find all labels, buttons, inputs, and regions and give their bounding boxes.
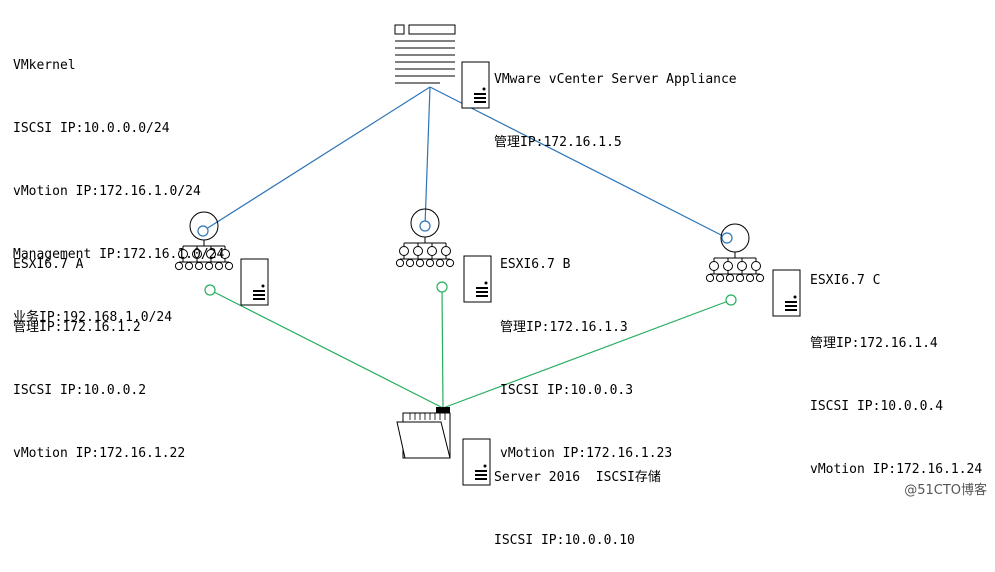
vmkernel-info: VMkernel ISCSI IP:10.0.0.0/24 vMotion IP… <box>13 13 224 349</box>
vcenter-name: VMware vCenter Server Appliance <box>494 72 737 87</box>
link-vcenter-esxi-b <box>424 86 431 227</box>
esxi-b-iscsi: ISCSI IP:10.0.0.3 <box>500 383 634 398</box>
vmkernel-title: VMkernel <box>13 58 76 73</box>
endpoint-esxi-c-iscsi <box>725 294 737 306</box>
esxi-b-name: ESXI6.7 B <box>500 257 571 272</box>
link-esxi-b-storage <box>441 286 444 409</box>
endpoint-esxi-b-mgmt <box>419 220 431 232</box>
esxi-a-label: ESXI6.7 A 管理IP:172.16.1.2 ISCSI IP:10.0.… <box>13 212 185 485</box>
endpoint-esxi-a-iscsi <box>204 284 216 296</box>
esxi-c-mgmt: 管理IP:172.16.1.4 <box>810 336 938 351</box>
link-endpoints <box>197 220 737 306</box>
esxi-a-server-icon <box>240 258 269 306</box>
esxi-b-vmotion: vMotion IP:172.16.1.23 <box>500 446 673 461</box>
esxi-c-label: ESXI6.7 C 管理IP:172.16.1.4 ISCSI IP:10.0.… <box>810 228 982 501</box>
esxi-a-hub-icon <box>174 211 234 271</box>
storage-name: Server 2016 ISCSI存储 <box>494 470 661 485</box>
esxi-c-hub-icon <box>705 223 765 283</box>
esxi-a-iscsi: ISCSI IP:10.0.0.2 <box>13 383 147 398</box>
esxi-c-iscsi: ISCSI IP:10.0.0.4 <box>810 399 944 414</box>
vcenter-label: VMware vCenter Server Appliance 管理IP:172… <box>494 27 737 174</box>
vmkernel-iscsi: ISCSI IP:10.0.0.0/24 <box>13 121 170 136</box>
esxi-b-hub-icon <box>395 208 455 268</box>
endpoint-esxi-c-mgmt <box>721 232 733 244</box>
esxi-c-server-icon <box>772 269 801 317</box>
storage-label: Server 2016 ISCSI存储 ISCSI IP:10.0.0.10 <box>494 425 661 572</box>
link-esxi-a-storage <box>209 289 444 409</box>
vmkernel-management: Management IP:172.16.1.0/24 <box>13 247 225 262</box>
esxi-a-vmotion: vMotion IP:172.16.1.22 <box>13 446 186 461</box>
topology-diagram <box>174 24 801 486</box>
esxi-b-server-icon <box>463 255 492 303</box>
storage-server-icon <box>462 438 491 486</box>
watermark: @51CTO博客 <box>904 483 987 498</box>
storage-links <box>209 286 732 409</box>
storage-ip: ISCSI IP:10.0.0.10 <box>494 533 635 548</box>
endpoint-esxi-a-mgmt <box>197 225 209 237</box>
link-vcenter-esxi-a <box>202 86 431 232</box>
vcenter-ip: 管理IP:172.16.1.5 <box>494 135 622 150</box>
esxi-a-name: ESXI6.7 A <box>13 257 84 272</box>
esxi-c-vmotion: vMotion IP:172.16.1.24 <box>810 462 983 477</box>
esxi-hosts <box>174 208 801 317</box>
vmkernel-vmotion: vMotion IP:172.16.1.0/24 <box>13 184 201 199</box>
vcenter-server-icon <box>461 61 490 109</box>
vmkernel-business: 业务IP:192.168.1.0/24 <box>13 310 173 325</box>
document-icon <box>394 24 456 84</box>
endpoint-esxi-b-iscsi <box>436 281 448 293</box>
esxi-a-mgmt: 管理IP:172.16.1.2 <box>13 320 141 335</box>
esxi-b-label: ESXI6.7 B 管理IP:172.16.1.3 ISCSI IP:10.0.… <box>500 212 672 485</box>
folder-icon <box>396 407 451 459</box>
management-links <box>202 86 728 239</box>
esxi-b-mgmt: 管理IP:172.16.1.3 <box>500 320 628 335</box>
link-esxi-c-storage <box>442 299 732 409</box>
esxi-c-name: ESXI6.7 C <box>810 273 881 288</box>
link-vcenter-esxi-c <box>429 86 728 239</box>
